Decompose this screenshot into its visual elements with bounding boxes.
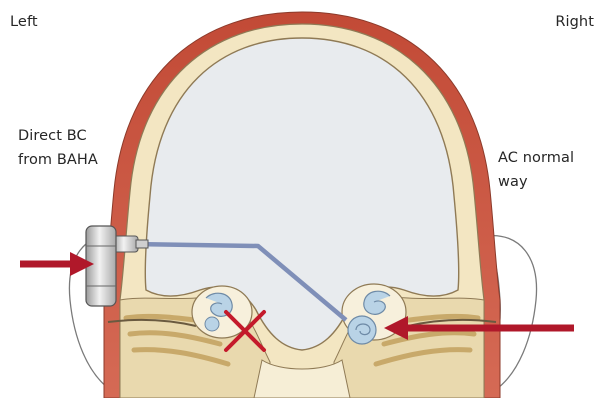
left-side-label: Left (10, 12, 38, 32)
right-side-label: Right (555, 12, 594, 32)
baha-label-line2: from BAHA (18, 150, 98, 170)
ac-label-line2: way (498, 172, 528, 192)
ac-label-line1: AC normal (498, 148, 574, 168)
baha-label-line1: Direct BC (18, 126, 87, 146)
